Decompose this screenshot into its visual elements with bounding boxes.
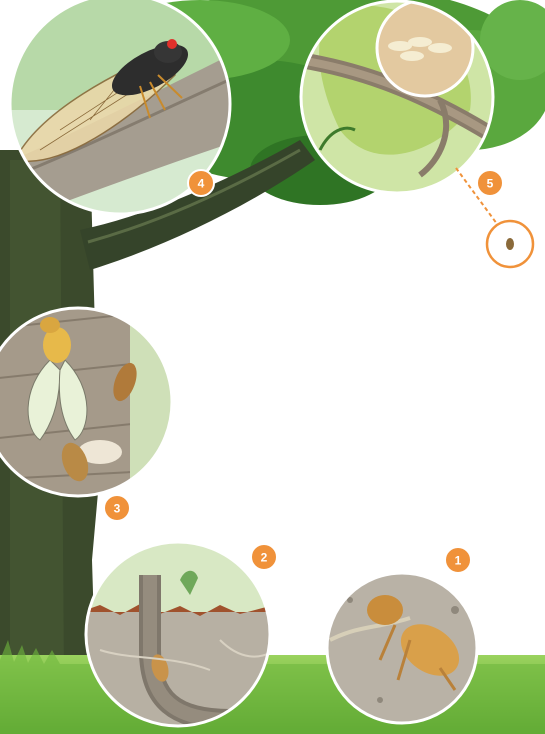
step-badge-2: 2 [251, 544, 277, 570]
step-number-1: 1 [455, 554, 462, 568]
hatchling-icon [506, 238, 514, 250]
step-badge-1: 1 [445, 547, 471, 573]
step-badge-5: 5 [477, 170, 503, 196]
step-number-4: 4 [198, 177, 205, 191]
step-badge-4: 4 [188, 170, 214, 196]
step-badge-3: 3 [104, 495, 130, 521]
step-number-2: 2 [261, 551, 268, 565]
step-number-5: 5 [487, 177, 494, 191]
step-number-3: 3 [114, 502, 121, 516]
